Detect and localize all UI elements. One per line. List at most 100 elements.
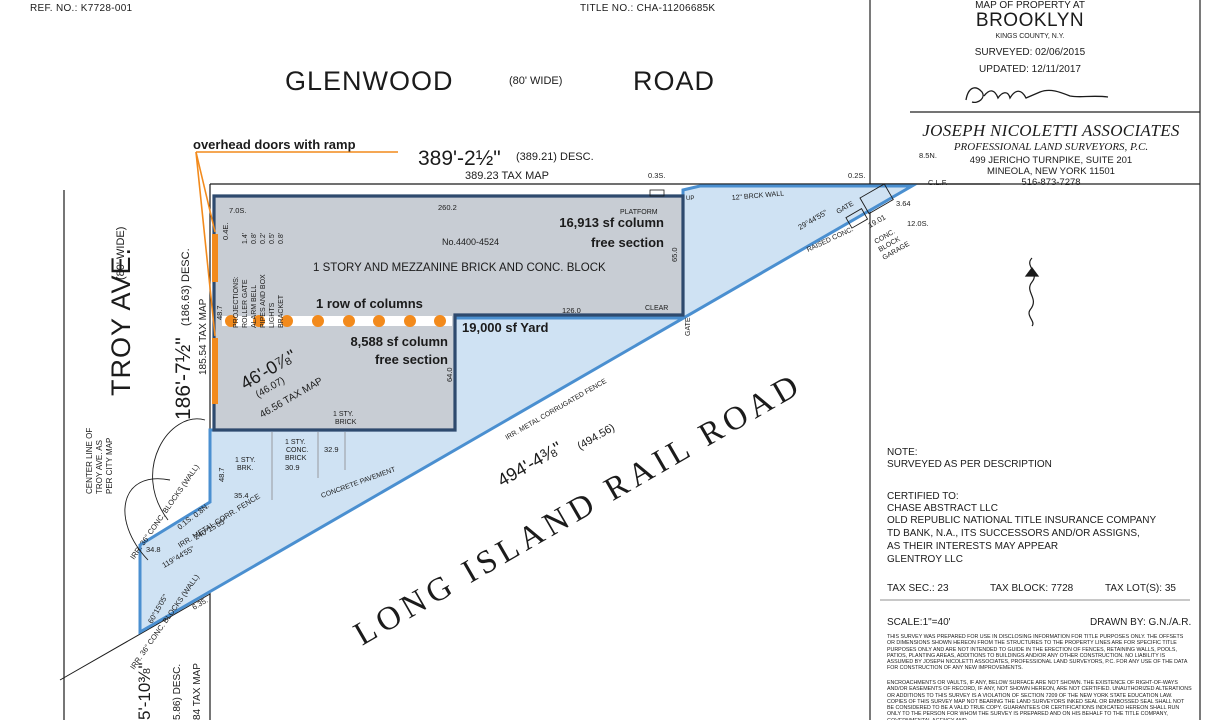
tax-lots: TAX LOT(S): 35 <box>1105 583 1176 594</box>
west-dimension-main: 186'-7½" <box>172 337 195 420</box>
brick-wall-label: 12" BRCK WALL <box>732 190 785 202</box>
surveyor-phone: 516-873-7278 <box>1021 177 1081 188</box>
column-dot <box>404 315 416 327</box>
clf-label: C.L.F. <box>928 178 948 187</box>
column-dot <box>343 315 355 327</box>
west-dimension-desc: (186.63) DESC. <box>180 248 192 326</box>
one-story-additions <box>271 432 346 500</box>
measure-0-2s: 0.2S. <box>848 171 866 180</box>
yard-label: 19,000 sf Yard <box>462 320 549 335</box>
surveyor-signature <box>965 87 1109 104</box>
measure-34-8: 34.8 <box>146 545 161 554</box>
southwest-edge-line <box>59 593 211 681</box>
projection-value: 0.5' <box>269 233 276 244</box>
curb-arcs <box>124 418 206 561</box>
column-dot <box>434 315 446 327</box>
column-dot <box>281 315 293 327</box>
overhead-door-leaders <box>195 151 398 337</box>
overhead-door-marker <box>212 234 218 282</box>
disclaimer-paragraph-1: THIS SURVEY WAS PREPARED FOR USE IN DISC… <box>887 634 1188 672</box>
title-number: TITLE NO.: CHA-11206685K <box>580 3 716 14</box>
one-story-conc-label: BRICK <box>285 455 307 462</box>
measure-65-0: 65.0 <box>670 247 679 262</box>
column-dot <box>312 315 324 327</box>
measure-260-2: 260.2 <box>438 203 457 212</box>
conc-block-garage <box>845 183 894 229</box>
column-row-band <box>222 316 452 326</box>
surveyor-name: JOSEPH NICOLETTI ASSOCIATES <box>922 121 1180 140</box>
measure-126-0: 126.0 <box>562 306 581 315</box>
map-of-property-label: MAP OF PROPERTY AT <box>975 0 1085 11</box>
one-story-brick-left: BRK. <box>237 465 253 472</box>
projection-item: LIGHTS <box>269 302 276 328</box>
projection-item: PROJECTIONS: <box>233 276 240 328</box>
projection-value: 0.2' <box>260 233 267 244</box>
north-dimension-tax: 389.23 TAX MAP <box>465 170 549 182</box>
measure-0-4e: 0.4E. <box>221 222 230 240</box>
overhead-door-marker <box>212 338 218 404</box>
projection-item: ROLLER GATE <box>242 279 249 328</box>
overhead-door-markers <box>212 234 218 404</box>
building-footprint <box>212 194 685 432</box>
section-8588-label-2: free section <box>375 352 448 367</box>
note-label: NOTE: <box>887 447 918 458</box>
drawn-by: DRAWN BY: G.N./A.R. <box>1090 617 1192 628</box>
troy-centerline-label: TROY AVE. AS <box>95 440 104 494</box>
row-of-columns-callout: 1 row of columns <box>316 296 423 311</box>
tax-section: TAX SEC.: 23 <box>887 583 949 594</box>
one-story-brick-label: 1 STY. <box>333 411 354 418</box>
scale-label: SCALE:1"=40' <box>887 617 951 628</box>
updated-date: UPDATED: 12/11/2017 <box>979 64 1081 75</box>
county-label: KINGS COUNTY, N.Y. <box>995 33 1065 40</box>
measure-8-5n: 8.5N. <box>919 151 937 160</box>
north-dimension-main: 389'-2½" <box>418 147 501 170</box>
bottom-dimension-desc: 5.86) DESC. <box>172 664 183 720</box>
one-story-conc-label: CONC. <box>286 447 309 454</box>
section-8588-label: 8,588 sf column <box>350 334 448 349</box>
one-story-brick-label: BRICK <box>335 419 357 426</box>
building-description: 1 STORY AND MEZZANINE BRICK AND CONC. BL… <box>313 262 606 274</box>
measure-12-0s: 12.0S. <box>907 219 929 228</box>
ref-number: REF. NO.: K7728-001 <box>30 3 133 14</box>
surveyor-address-2: MINEOLA, NEW YORK 11501 <box>987 166 1115 177</box>
glenwood-road-label-left: GLENWOOD <box>285 66 454 96</box>
bottom-dimension-tax: 84 TAX MAP <box>192 663 203 720</box>
projection-item: ALARM BELL <box>251 285 258 328</box>
projection-value: 0.8' <box>251 233 258 244</box>
overhead-doors-callout: overhead doors with ramp <box>193 137 356 152</box>
bottom-dimension-main: 5'-10⅜" <box>135 663 154 720</box>
measure-32-9: 32.9 <box>324 445 339 454</box>
up-label: UP <box>686 196 694 202</box>
troy-centerline-label: PER CITY MAP <box>105 438 114 494</box>
platform-steps <box>649 189 665 197</box>
measure-64-0: 64.0 <box>445 367 454 382</box>
title-block-frame <box>869 0 1201 720</box>
south-dimension-desc: (494.56) <box>576 422 617 453</box>
certified-party: OLD REPUBLIC NATIONAL TITLE INSURANCE CO… <box>887 515 1157 526</box>
projection-item: BRACKET <box>278 294 285 328</box>
west-dimension-tax: 185.54 TAX MAP <box>198 298 209 375</box>
projection-item: PIPES AND BOX <box>260 274 267 328</box>
one-story-conc-label: 1 STY. <box>285 439 306 446</box>
projection-value: 1.4' <box>242 233 249 244</box>
certified-party: TD BANK, N.A., ITS SUCCESSORS AND/OR ASS… <box>887 528 1140 539</box>
column-dots <box>225 315 446 327</box>
troy-centerline-label: CENTER LINE OF <box>85 428 94 494</box>
gate-label-south: GATE <box>685 317 692 336</box>
surveyor-subtitle: PROFESSIONAL LAND SURVEYORS, P.C. <box>953 141 1149 153</box>
section-16913-label-2: free section <box>591 235 664 250</box>
glenwood-road-label-right: ROAD <box>633 66 715 96</box>
disclaimer-paragraph-2: ENCROACHMENTS OR VAULTS, IF ANY, BELOW S… <box>887 680 1192 720</box>
measure-48-7-b: 48.7 <box>217 467 226 482</box>
troy-ave-label: TROY AVE. <box>106 247 136 396</box>
north-arrow-icon <box>1024 257 1040 327</box>
measure-35-4: 35.4 <box>234 491 249 500</box>
column-dot <box>225 315 237 327</box>
section-16913-label: 16,913 sf column <box>559 215 664 230</box>
measure-3-64: 3.64 <box>896 199 911 208</box>
troy-width-label: (80' WIDE) <box>115 227 127 280</box>
certified-party: GLENTROY LLC <box>887 554 963 565</box>
certified-party: CHASE ABSTRACT LLC <box>887 503 998 514</box>
building-number: No.4400-4524 <box>442 237 499 247</box>
